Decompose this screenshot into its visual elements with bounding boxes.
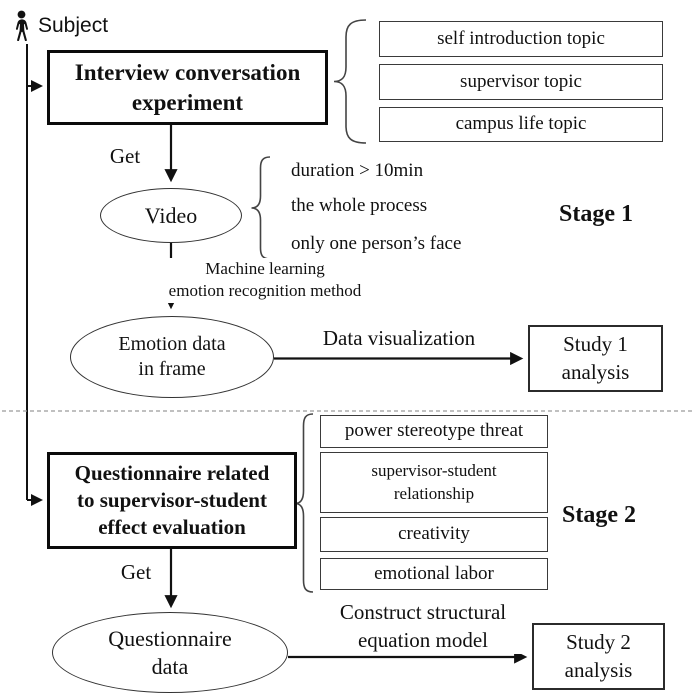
video-note-whole-process: the whole process bbox=[291, 195, 428, 216]
study2-analysis-box: Study 2 analysis bbox=[532, 623, 665, 690]
factors-brace bbox=[294, 413, 314, 593]
get-label-stage2: Get bbox=[120, 560, 152, 584]
emotion-data-ellipse: Emotion data in frame bbox=[70, 316, 274, 398]
topic-box-campus-life: campus life topic bbox=[379, 107, 663, 142]
data-visualization-label: Data visualization bbox=[322, 326, 476, 350]
factor-box-relationship: supervisor-student relationship bbox=[320, 452, 548, 513]
stage1-label: Stage 1 bbox=[559, 201, 633, 227]
questionnaire-box: Questionnaire related to supervisor-stud… bbox=[47, 452, 297, 549]
subject-label: Subject bbox=[38, 14, 109, 37]
sem-label: Construct structural equation model bbox=[320, 599, 526, 655]
questionnaire-data-ellipse: Questionnaire data bbox=[52, 612, 288, 693]
factor-box-emotional-labor: emotional labor bbox=[320, 558, 548, 590]
video-note-duration: duration > 10min bbox=[291, 160, 424, 181]
video-ellipse: Video bbox=[100, 188, 242, 243]
machine-learning-label: Machine learning emotion recognition met… bbox=[156, 258, 374, 303]
get-label-stage1: Get bbox=[109, 144, 141, 168]
study1-analysis-box: Study 1 analysis bbox=[528, 325, 663, 392]
video-notes-brace bbox=[251, 156, 271, 260]
person-icon bbox=[15, 10, 28, 41]
video-note-one-face: only one person’s face bbox=[291, 233, 462, 254]
topics-brace bbox=[333, 19, 367, 144]
factor-box-creativity: creativity bbox=[320, 517, 548, 552]
topic-box-self-introduction: self introduction topic bbox=[379, 21, 663, 57]
topic-box-supervisor: supervisor topic bbox=[379, 64, 663, 100]
stage2-label: Stage 2 bbox=[562, 502, 636, 528]
interview-experiment-box: Interview conversation experiment bbox=[47, 50, 328, 125]
factor-box-power-stereotype: power stereotype threat bbox=[320, 415, 548, 448]
